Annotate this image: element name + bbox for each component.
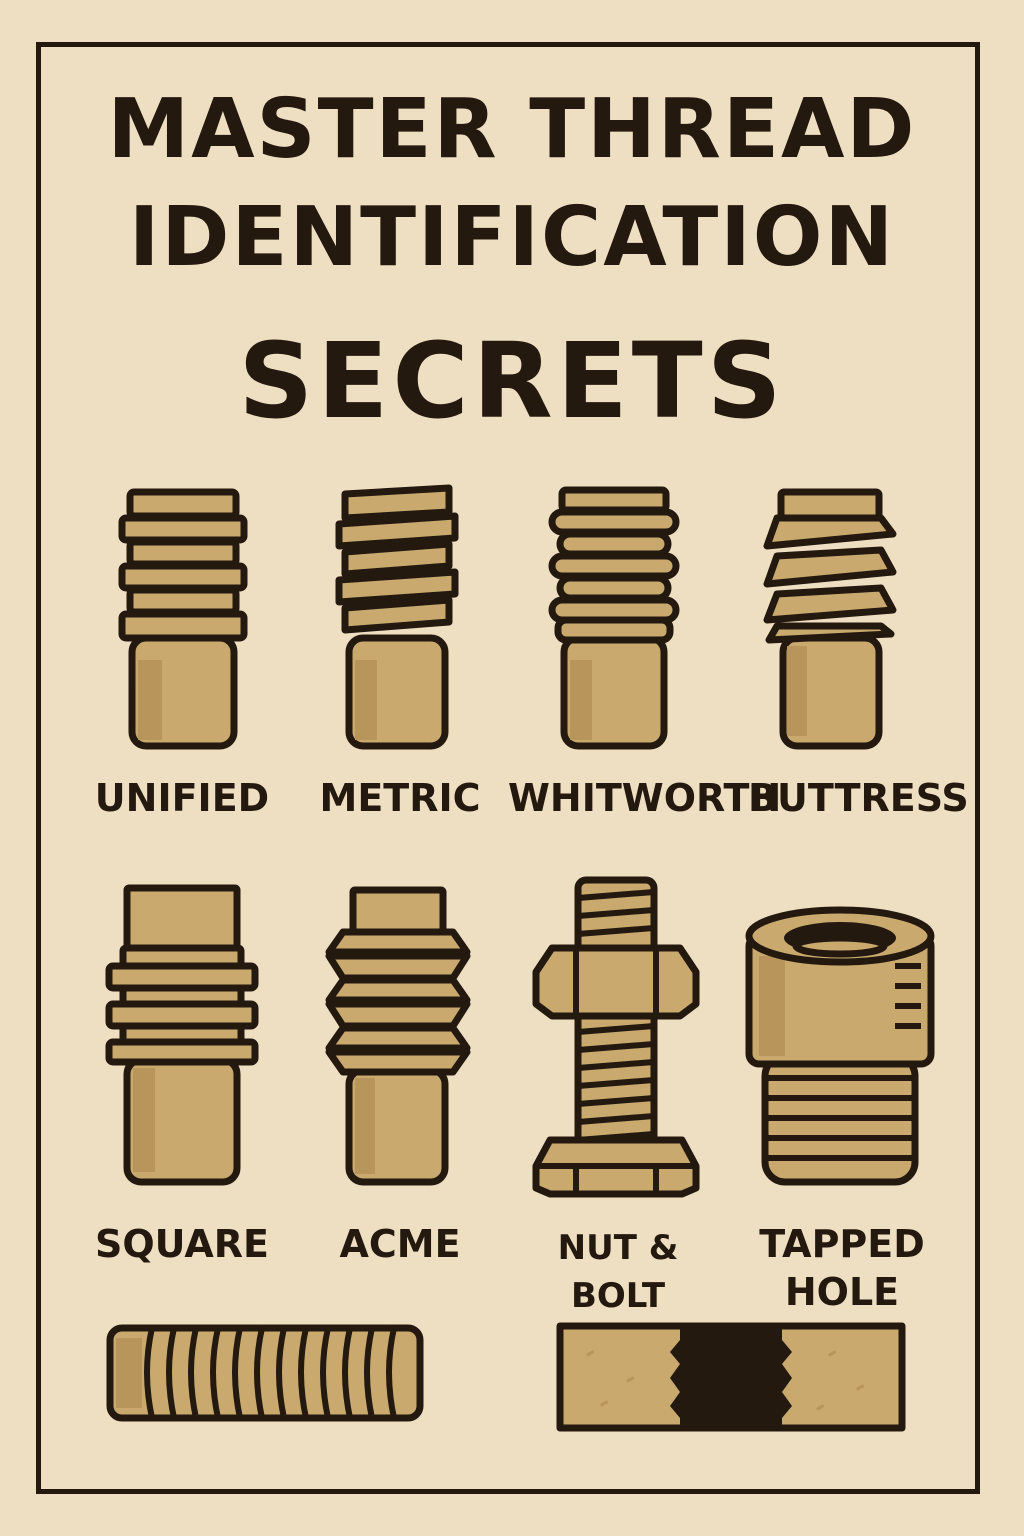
- thread-label-unified: UNIFIED: [94, 776, 270, 820]
- thread-label-acme: ACME: [339, 1222, 461, 1266]
- buttress-thread-icon: [763, 488, 897, 750]
- acme-thread-icon: [325, 886, 471, 1186]
- threaded-rod-icon: [106, 1324, 424, 1422]
- title-line-1: MASTER THREAD: [107, 82, 917, 177]
- metric-thread-icon: [335, 484, 459, 750]
- title-line-3: SECRETS: [238, 320, 786, 442]
- thread-label-metric: METRIC: [319, 776, 481, 820]
- unified-thread-icon: [118, 488, 248, 750]
- thread-label-buttress: BUTTRESS: [748, 776, 969, 820]
- whitworth-thread-icon: [548, 486, 680, 750]
- threaded-hole-cross-section-icon: [556, 1322, 906, 1432]
- thread-label-whitworth: WHITWORTH: [508, 776, 782, 820]
- thread-label-tapped-hole: TAPPED HOLE: [759, 1222, 925, 1314]
- nut-and-bolt-icon: [532, 876, 700, 1198]
- tapped-hole-icon: [745, 906, 935, 1186]
- poster-frame: [36, 42, 980, 1494]
- thread-label-nut-and-bolt: NUT & BOLT: [557, 1228, 679, 1316]
- thread-label-square: SQUARE: [95, 1222, 269, 1266]
- title-line-2: IDENTIFICATION: [128, 190, 896, 285]
- square-thread-icon: [105, 884, 259, 1186]
